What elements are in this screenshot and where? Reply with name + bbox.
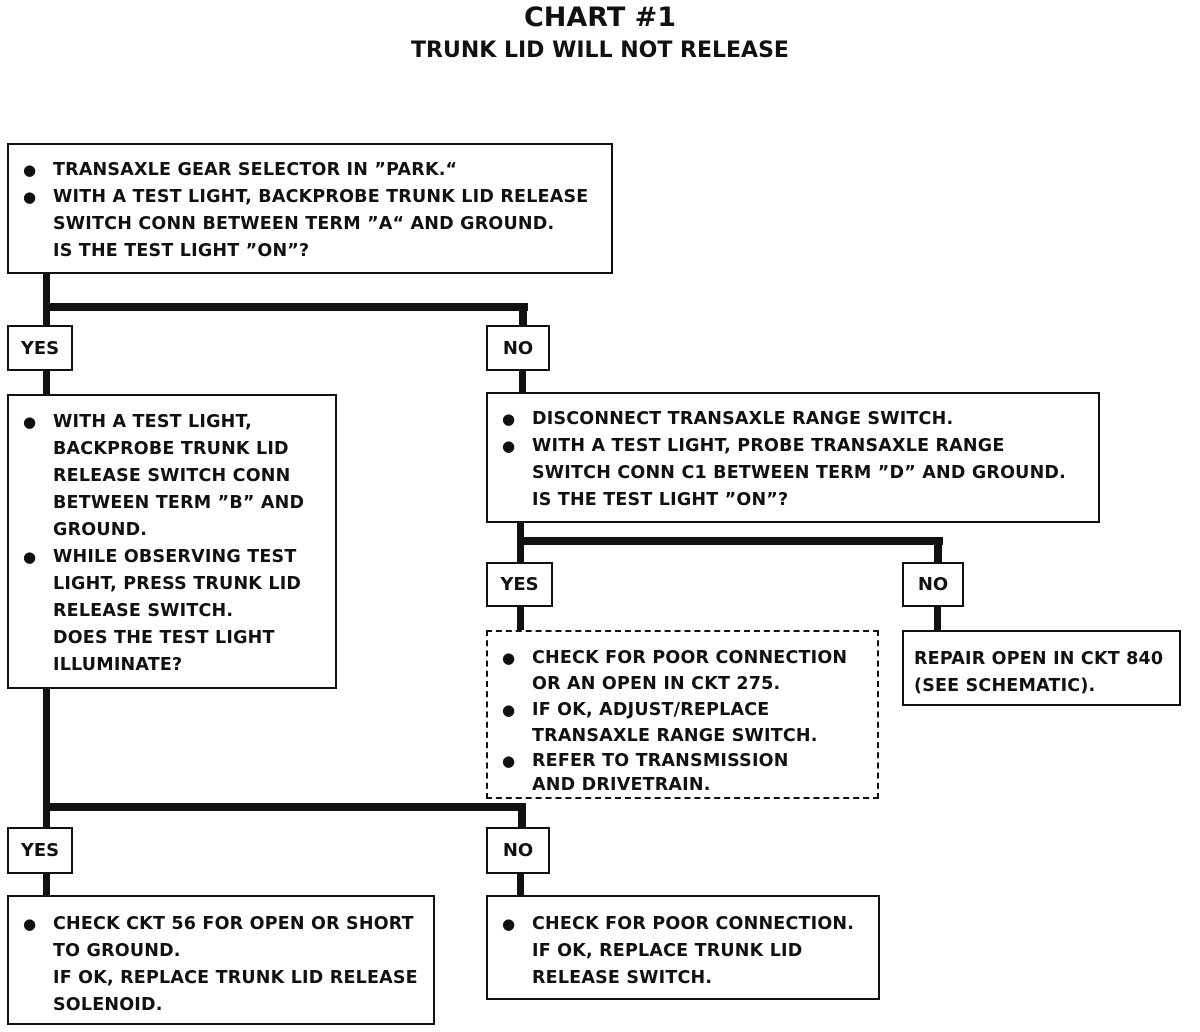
step-box-repair: REPAIR OPEN IN CKT 840 (SEE SCHEMATIC).: [902, 630, 1181, 706]
step-box-left-check: ●WITH A TEST LIGHT, BACKPROBE TRUNK LID …: [7, 394, 337, 689]
connector: [519, 370, 526, 394]
bullet-icon: ●: [23, 915, 37, 933]
yes-label: YES: [7, 325, 73, 371]
chart-title: CHART #1: [523, 2, 677, 33]
connector: [519, 303, 527, 325]
step-box-start: ●TRANSAXLE GEAR SELECTOR IN ”PARK.“ ●WIT…: [7, 143, 613, 274]
bullet-icon: ●: [502, 915, 516, 933]
bullet-icon: ●: [23, 413, 37, 431]
bullet-icon: ●: [502, 649, 516, 667]
bullet-icon: ●: [502, 701, 516, 719]
step-box-range-switch-result: ●CHECK FOR POOR CONNECTION OR AN OPEN IN…: [486, 630, 879, 799]
connector: [43, 273, 50, 325]
no-label: NO: [902, 562, 964, 607]
chart-subtitle: TRUNK LID WILL NOT RELEASE: [411, 38, 789, 63]
connector: [934, 605, 941, 631]
step-box-solenoid-result: ●CHECK CKT 56 FOR OPEN OR SHORT TO GROUN…: [7, 895, 435, 1025]
step-box-right-check: ●DISCONNECT TRANSAXLE RANGE SWITCH. ●WIT…: [486, 392, 1100, 523]
connector: [517, 873, 524, 896]
connector: [518, 803, 526, 828]
connector: [934, 537, 942, 563]
yes-label: YES: [7, 827, 73, 874]
no-label: NO: [486, 325, 550, 371]
bullet-icon: ●: [502, 410, 516, 428]
bullet-icon: ●: [23, 161, 37, 179]
bullet-icon: ●: [23, 188, 37, 206]
connector: [43, 303, 528, 311]
connector: [517, 537, 943, 545]
bullet-icon: ●: [502, 437, 516, 455]
connector: [43, 688, 50, 828]
no-label: NO: [486, 827, 550, 874]
step-box-switch-result: ●CHECK FOR POOR CONNECTION. IF OK, REPLA…: [486, 895, 880, 1000]
bullet-icon: ●: [502, 752, 516, 770]
bullet-icon: ●: [23, 548, 37, 566]
connector: [43, 873, 50, 897]
yes-label: YES: [486, 562, 553, 607]
connector: [517, 605, 524, 631]
connector: [43, 803, 526, 811]
connector: [43, 370, 50, 395]
